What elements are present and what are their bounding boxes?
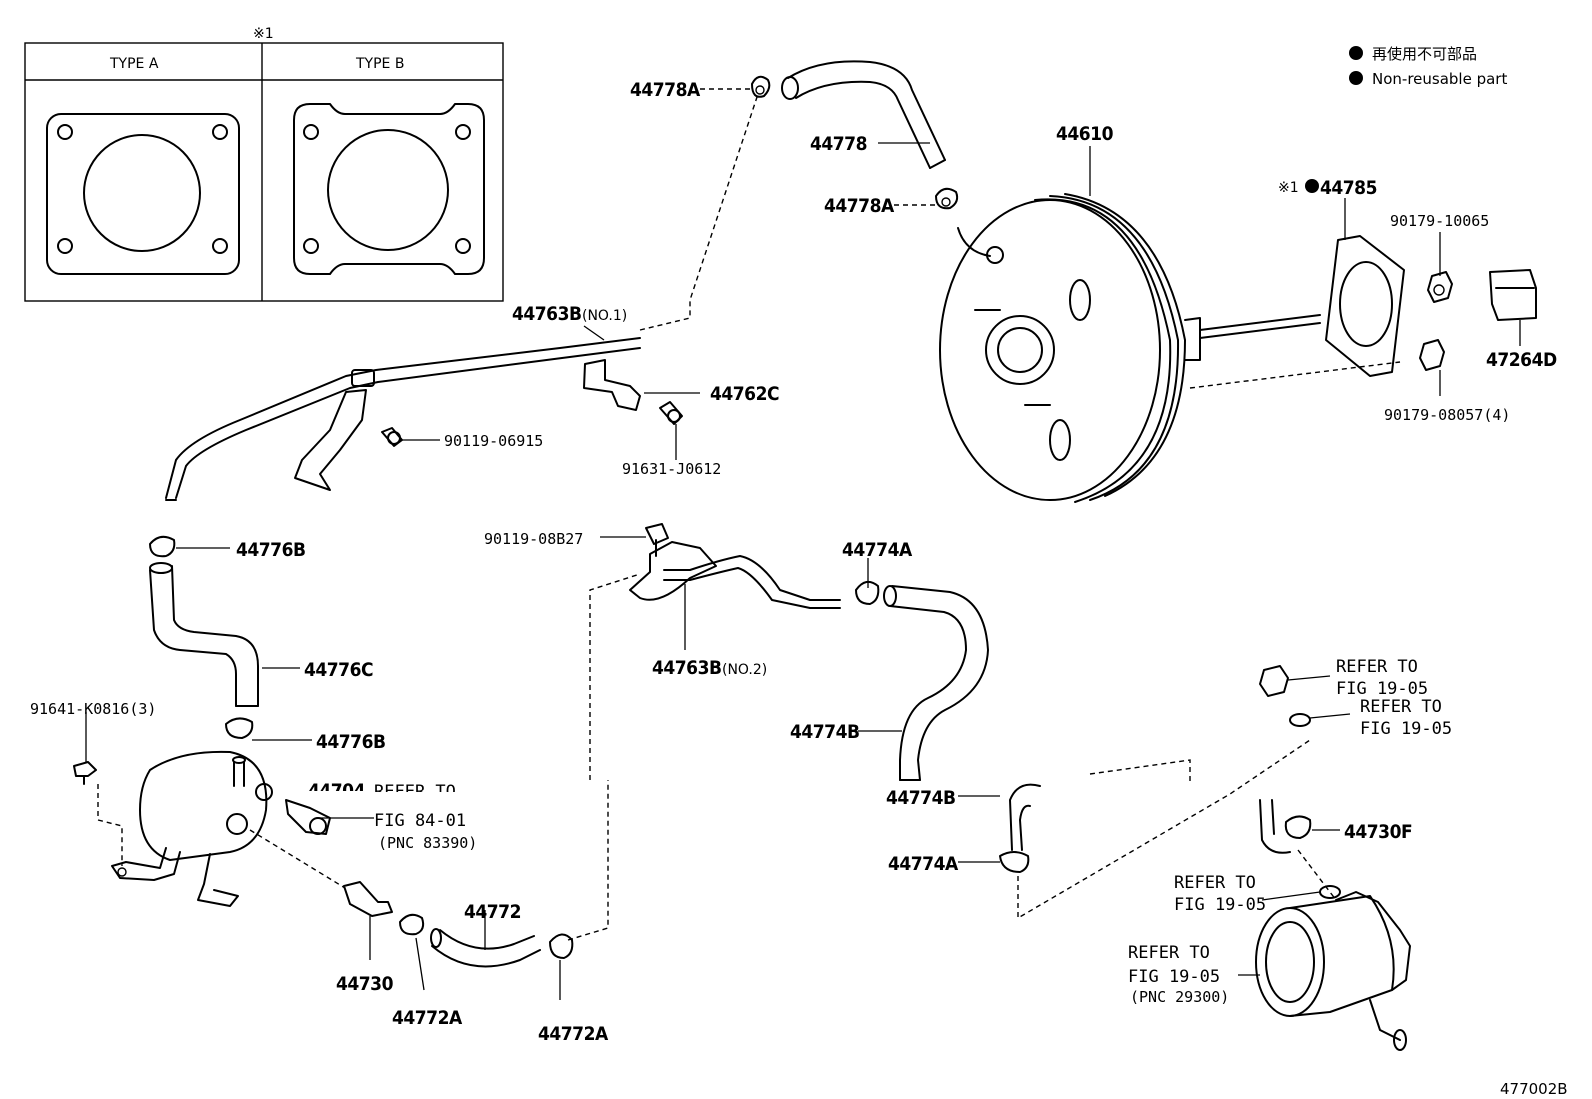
gasket-44785 xyxy=(1325,235,1405,377)
ref-19c-line1: REFER TO xyxy=(1174,873,1256,893)
label-44778: 44778 xyxy=(810,133,867,155)
label-90179-08057: 90179-08057(4) xyxy=(1384,406,1510,424)
vacuum-tank xyxy=(111,750,273,907)
label-44762C: 44762C xyxy=(710,383,779,405)
hose-44778 xyxy=(781,60,946,169)
gasket-inset: ※1 TYPE A TYPE B xyxy=(24,26,504,302)
ref-84-line3: (PNC 83390) xyxy=(378,834,477,852)
hose-44730F xyxy=(1259,799,1312,854)
label-91641-K0816: 91641-K0816(3) xyxy=(30,700,156,718)
label-44763B-no2: 44763B xyxy=(652,657,722,679)
type-a-label: TYPE A xyxy=(109,56,159,72)
ref-19c-line2: FIG 19-05 xyxy=(1174,895,1266,915)
ref-84-line2: FIG 84-01 xyxy=(374,811,466,831)
label-44730: 44730 xyxy=(336,973,394,995)
clamp-44772A-b xyxy=(549,933,574,959)
label-91631-J0612: 91631-J0612 xyxy=(622,460,721,478)
label-44785-mark: ※1 xyxy=(1278,180,1299,196)
hose-44774B-lower xyxy=(1009,783,1041,851)
label-44763B-no1: 44763B xyxy=(512,303,582,325)
nut-90179-10065 xyxy=(1427,271,1453,303)
inset-mark: ※1 xyxy=(253,26,274,42)
gasket-type-b xyxy=(293,103,485,275)
label-44774A-bottom: 44774A xyxy=(888,853,959,875)
ref-19d-line2: FIG 19-05 xyxy=(1128,967,1220,987)
ref-19a-line1: REFER TO xyxy=(1336,657,1418,677)
clamp-44774A-top xyxy=(855,580,880,605)
ref-19b-line1: REFER TO xyxy=(1360,697,1442,717)
vacuum-pump xyxy=(1255,891,1411,1051)
label-44774A-top: 44774A xyxy=(842,539,913,561)
label-44763B-no2-suffix: (NO.2) xyxy=(722,662,767,678)
label-44778A-mid: 44778A xyxy=(824,195,895,217)
pipe-44763B-no1 xyxy=(165,337,641,501)
legend-text-jp: 再使用不可部品 xyxy=(1372,45,1477,63)
ref-19a-line2: FIG 19-05 xyxy=(1336,679,1428,699)
bolt-90119-06915 xyxy=(381,427,403,447)
nut-ref-19-05 xyxy=(1259,665,1289,697)
ref-19d-line3: (PNC 29300) xyxy=(1130,988,1229,1006)
label-44785: 44785 xyxy=(1320,177,1377,199)
label-90179-10065: 90179-10065 xyxy=(1390,212,1489,230)
hose-44774B xyxy=(883,585,989,781)
bolt-91641-K0816 xyxy=(73,761,97,785)
label-44776B-bottom: 44776B xyxy=(316,731,386,753)
legend: 再使用不可部品 Non-reusable part xyxy=(1349,45,1507,88)
bracket-44762C xyxy=(583,359,641,411)
ref-84-line1: REFER TO xyxy=(374,782,456,802)
label-44772: 44772 xyxy=(464,901,521,923)
clamp-44778A-mid xyxy=(935,187,959,210)
hose-44772 xyxy=(430,928,541,968)
label-90119-06915: 90119-06915 xyxy=(444,432,543,450)
ref-19d-line1: REFER TO xyxy=(1128,943,1210,963)
clamp-44778A-top xyxy=(751,75,771,98)
type-b-label: TYPE B xyxy=(355,56,404,72)
gasket-type-a xyxy=(46,113,240,275)
label-44730F: 44730F xyxy=(1344,821,1412,843)
bolt-91631 xyxy=(659,401,683,425)
label-44610: 44610 xyxy=(1056,123,1114,145)
brake-booster xyxy=(939,193,1321,503)
label-44772A-b: 44772A xyxy=(538,1023,609,1045)
label-44776C: 44776C xyxy=(304,659,373,681)
label-90119-08B27: 90119-08B27 xyxy=(484,530,583,548)
label-44778A-top: 44778A xyxy=(630,79,701,101)
ref-19b-line2: FIG 19-05 xyxy=(1360,719,1452,739)
diagram-id: 477002B xyxy=(1500,1080,1568,1098)
clamp-44776B-bottom xyxy=(225,717,254,739)
refer-notes: REFER TO FIG 84-01 (PNC 83390) REFER TO … xyxy=(374,657,1452,1006)
non-reusable-dot-icon xyxy=(1349,46,1363,60)
label-44774B-b: 44774B xyxy=(886,787,956,809)
label-44763B-no1-suffix: (NO.1) xyxy=(582,308,627,324)
hose-44776C xyxy=(149,562,259,707)
part-labels: 44778A 44778 44778A 44610 ※1 44785 90179… xyxy=(30,79,1568,1098)
leader-lines xyxy=(85,88,1521,1000)
label-44776B-top: 44776B xyxy=(236,539,306,561)
bolt-90119-08B27 xyxy=(645,523,669,557)
switch-44704 xyxy=(285,799,331,835)
label-44772A-a: 44772A xyxy=(392,1007,463,1029)
clevis-47264D xyxy=(1489,269,1537,321)
oring-ref-19-05 xyxy=(1289,713,1341,899)
sensor-44730 xyxy=(343,881,393,917)
clamp-44774A-bottom xyxy=(999,851,1030,873)
non-reusable-dot-icon xyxy=(1305,179,1319,193)
nut-90179-08057 xyxy=(1419,339,1445,371)
clamp-44772A-a xyxy=(399,913,425,936)
label-47264D: 47264D xyxy=(1486,349,1557,371)
legend-text-en: Non-reusable part xyxy=(1372,70,1507,88)
label-44704-partial: 44704 xyxy=(308,780,366,802)
non-reusable-dot-icon xyxy=(1349,71,1363,85)
clamp-44776B-top xyxy=(149,535,176,558)
label-44774B-a: 44774B xyxy=(790,721,860,743)
pipe-44763B-no2 xyxy=(629,541,841,609)
